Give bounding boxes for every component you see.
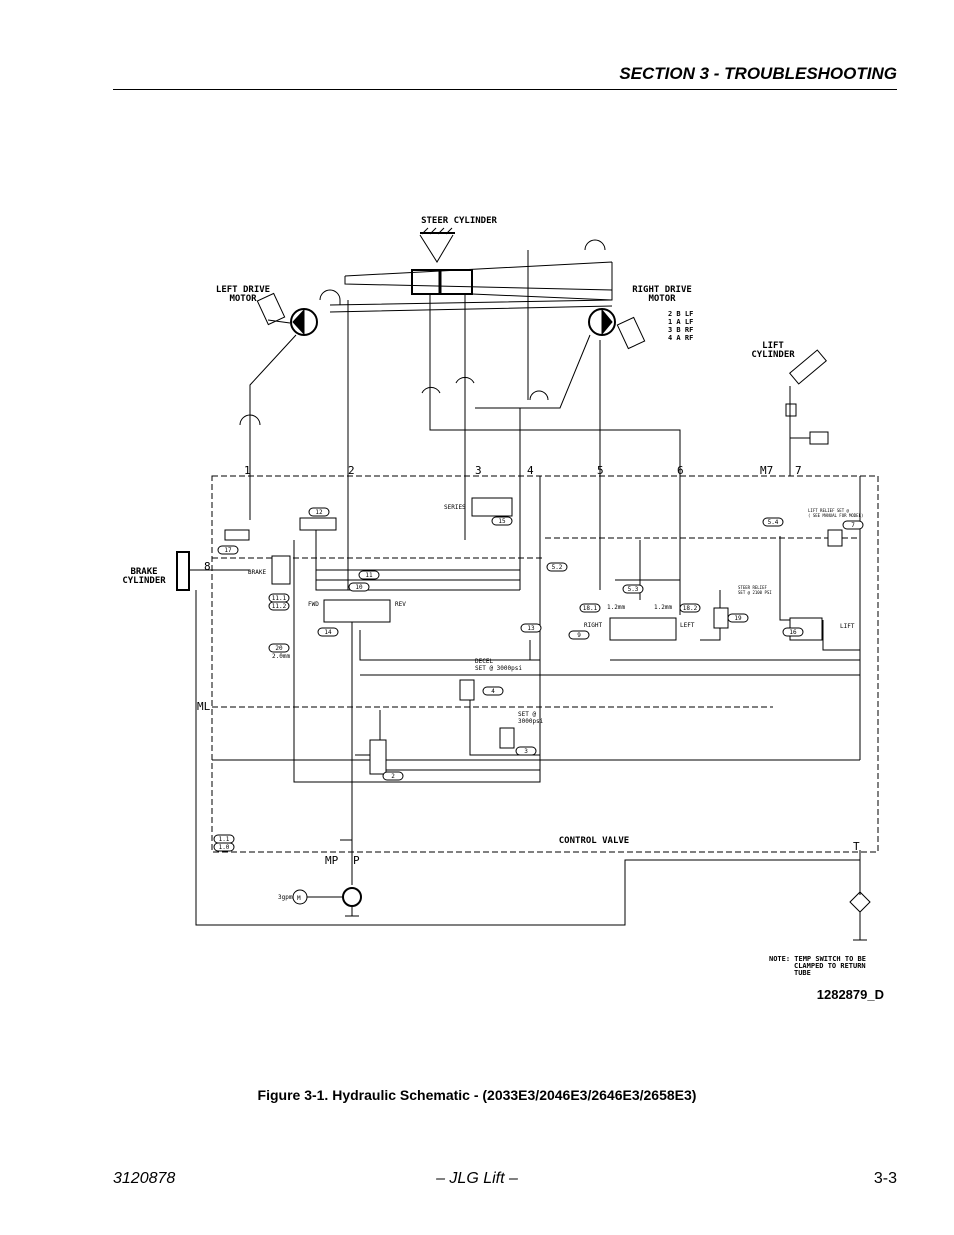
port-4: 4 xyxy=(527,464,534,477)
port-list-4: 4 A RF xyxy=(668,334,693,342)
note-line-3: TUBE xyxy=(794,969,811,977)
header-rule xyxy=(113,89,897,90)
callout-18-2: 18.2 xyxy=(683,605,698,612)
footer-doc-number: 3120878 xyxy=(113,1170,176,1187)
callout-11-1: 11.1 xyxy=(272,595,287,602)
callout-12: 12 xyxy=(315,509,323,516)
port-list-1: 2 B LF xyxy=(668,310,693,318)
lift-relief-label-2: ( SEE MANUAL FOR MODEL) xyxy=(808,513,863,518)
section-title: SECTION 3 - TROUBLESHOOTING xyxy=(619,64,897,83)
left-label: LEFT xyxy=(680,622,695,629)
port-7: 7 xyxy=(795,464,802,477)
note-line-1: NOTE: TEMP SWITCH TO BE xyxy=(769,955,866,963)
valve-relief-lift xyxy=(827,529,843,547)
valve-brake xyxy=(271,555,291,585)
port-8: 8 xyxy=(204,560,211,573)
callout-18-1: 18.1 xyxy=(583,605,598,612)
rev-label: REV xyxy=(395,601,406,608)
motor-letter: M xyxy=(297,895,301,902)
valve-set xyxy=(499,727,515,749)
brake-cylinder-label-2: CYLINDER xyxy=(122,576,166,586)
footer-page-number: 3-3 xyxy=(873,1170,897,1187)
port-3: 3 xyxy=(475,464,482,477)
port-list-3: 3 B RF xyxy=(668,326,693,334)
control-valve-boundary xyxy=(211,475,879,853)
callout-5-3: 5.3 xyxy=(628,586,639,593)
drawing-number: 1282879_D xyxy=(817,987,884,1002)
lift-relief-label-1: LIFT RELIEF SET @ xyxy=(808,508,850,513)
callout-7: 7 xyxy=(851,522,855,529)
callout-9: 9 xyxy=(577,632,581,639)
callout-19: 19 xyxy=(734,615,742,622)
lift-cylinder-label-1: LIFT xyxy=(762,341,784,351)
callout-17: 17 xyxy=(224,547,232,554)
valve-relief-steer xyxy=(713,607,729,629)
note-line-2: CLAMPED TO RETURN xyxy=(794,962,866,970)
valve-right-left xyxy=(609,617,677,641)
callout-11: 11 xyxy=(365,572,373,579)
left-motor-label-2: MOTOR xyxy=(229,294,257,304)
valve-series xyxy=(471,497,513,517)
callout-10: 10 xyxy=(355,584,363,591)
valve-17 xyxy=(224,529,250,541)
set-label-2: 3000psi xyxy=(518,718,544,725)
control-valve-label: CONTROL VALVE xyxy=(559,836,629,846)
port-ml: ML xyxy=(197,700,211,713)
port-m7: M7 xyxy=(760,464,773,477)
port-5: 5 xyxy=(597,464,604,477)
callout-11-2: 11.2 xyxy=(272,603,287,610)
steer-cylinder xyxy=(411,227,473,295)
brake-cylinder-label-1: BRAKE xyxy=(130,567,157,577)
decel-label-2: SET @ 3000psi xyxy=(475,665,522,672)
fwd-label: FWD xyxy=(308,601,319,608)
callout-4: 4 xyxy=(491,688,495,695)
steer-relief-label-2: SET @ 2100 PSI xyxy=(738,590,772,595)
steer-cylinder-label: STEER CYLINDER xyxy=(421,216,497,226)
decel-label-1: DECEL xyxy=(475,658,493,665)
figure-caption: Figure 3-1. Hydraulic Schematic - (2033E… xyxy=(257,1087,697,1103)
right-drive-motor xyxy=(584,239,646,350)
orifice-left-label: 1.2mm xyxy=(607,604,625,611)
brake-label: BRAKE xyxy=(248,569,266,576)
left-drive-motor xyxy=(256,289,341,336)
callout-3: 3 xyxy=(524,748,528,755)
lift-label: LIFT xyxy=(840,623,855,630)
valve-fwd-rev xyxy=(323,599,391,623)
lift-cylinder xyxy=(785,349,829,476)
orifice-right-label: 1.2mm xyxy=(654,604,672,611)
callout-1-0: 1.0 xyxy=(219,844,230,851)
callout-14: 14 xyxy=(324,629,332,636)
port-mp: MP xyxy=(325,854,339,867)
valve-decel xyxy=(459,679,475,701)
right-motor-label-2: MOTOR xyxy=(648,294,676,304)
series-label: SERIES xyxy=(444,504,466,511)
right-motor-label-1: RIGHT DRIVE xyxy=(632,285,692,295)
port-2: 2 xyxy=(348,464,355,477)
left-motor-label-1: LEFT DRIVE xyxy=(216,285,270,295)
callout-20: 20 xyxy=(275,645,283,652)
footer-publisher: – JLG Lift – xyxy=(436,1170,518,1187)
brake-cylinder xyxy=(176,551,250,591)
callout-2: 2 xyxy=(391,773,395,780)
valve-main xyxy=(369,739,387,775)
port-1: 1 xyxy=(244,464,251,477)
steer-relief-label-1: STEER RELIEF xyxy=(738,585,767,590)
orifice-20-label: 2.0mm xyxy=(272,653,290,660)
port-p: P xyxy=(353,854,360,867)
callout-15: 15 xyxy=(498,518,506,525)
lift-cylinder-label-2: CYLINDER xyxy=(751,350,795,360)
callout-16: 16 xyxy=(789,629,797,636)
right-label: RIGHT xyxy=(584,622,602,629)
port-t: T xyxy=(853,840,860,853)
valve-12 xyxy=(299,517,337,531)
callout-13: 13 xyxy=(527,625,535,632)
port-list-2: 1 A LF xyxy=(668,318,693,326)
set-label-1: SET @ xyxy=(518,711,536,718)
pump-rate-label: 3gpm xyxy=(278,894,293,901)
callout-5-2: 5.2 xyxy=(552,564,563,571)
callout-1-1: 1.1 xyxy=(219,836,230,843)
callout-5-4: 5.4 xyxy=(768,519,779,526)
port-6: 6 xyxy=(677,464,684,477)
